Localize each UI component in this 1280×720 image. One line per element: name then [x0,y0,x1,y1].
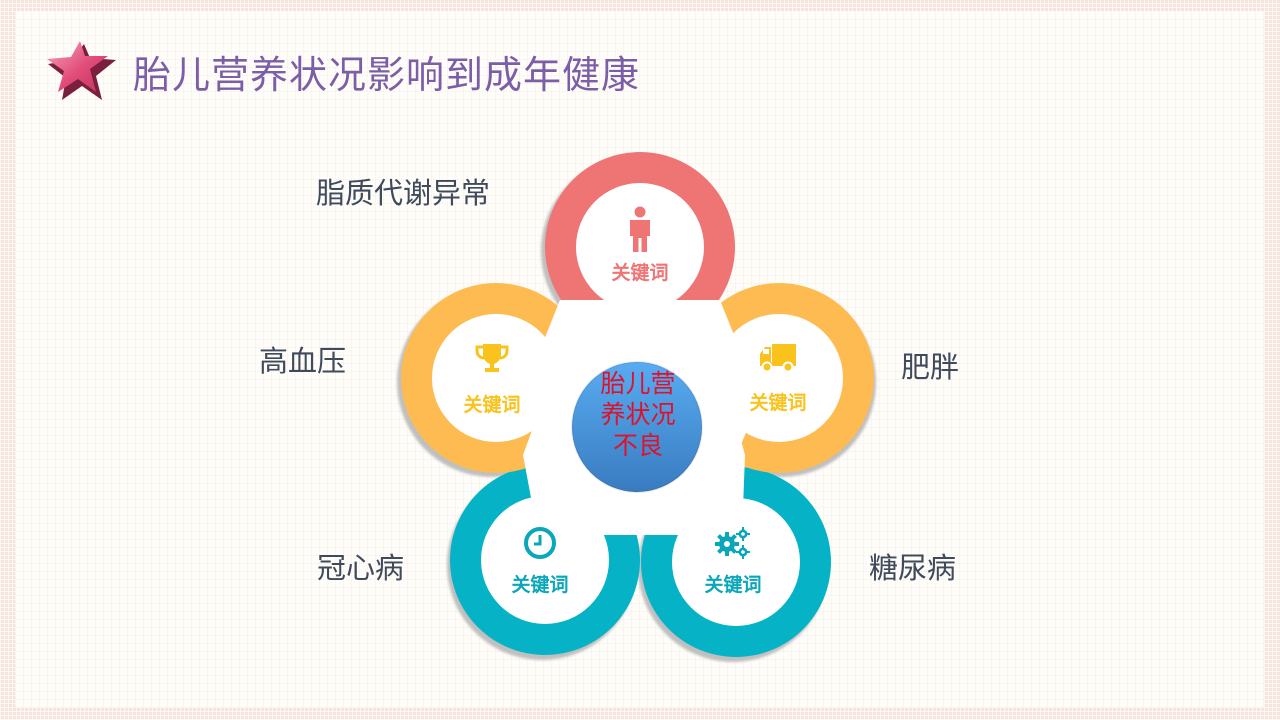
petal-upper-left-keyword: 关键词 [463,394,521,416]
person-icon [630,206,650,252]
outer-label-lipid-metabolism: 脂质代谢异常 [316,176,491,210]
petal-upper-left-content: 关键词 [432,342,552,417]
center-line-1: 胎儿营 [600,369,676,398]
page-title: 胎儿营养状况影响到成年健康 [133,53,641,97]
outer-label-obesity: 肥胖 [901,350,960,384]
center-line-2: 养状况 [600,400,676,429]
star-3d-icon [47,41,116,100]
clock-icon [524,527,556,559]
petal-lower-left-keyword: 关键词 [511,574,569,596]
outer-label-diabetes: 糖尿病 [869,551,957,585]
gears-icon [715,527,750,559]
petal-upper-right-keyword: 关键词 [749,392,807,414]
petal-upper-right-content: 关键词 [718,342,838,415]
petal-top [545,152,735,342]
petal-lower-right-content: 关键词 [673,526,793,597]
center-label: 胎儿营 养状况 不良 [578,368,698,461]
outer-label-hypertension: 高血压 [259,344,347,378]
petal-top-content: 关键词 [580,206,700,285]
petal-top-keyword: 关键词 [611,262,669,284]
outer-label-coronary-disease: 冠心病 [317,551,405,585]
petal-lower-left-content: 关键词 [480,526,600,597]
trophy-icon [475,344,509,372]
center-sphere [572,362,702,492]
petal-lower-right-keyword: 关键词 [704,574,762,596]
center-line-3: 不良 [612,431,663,460]
truck-icon [760,344,796,373]
